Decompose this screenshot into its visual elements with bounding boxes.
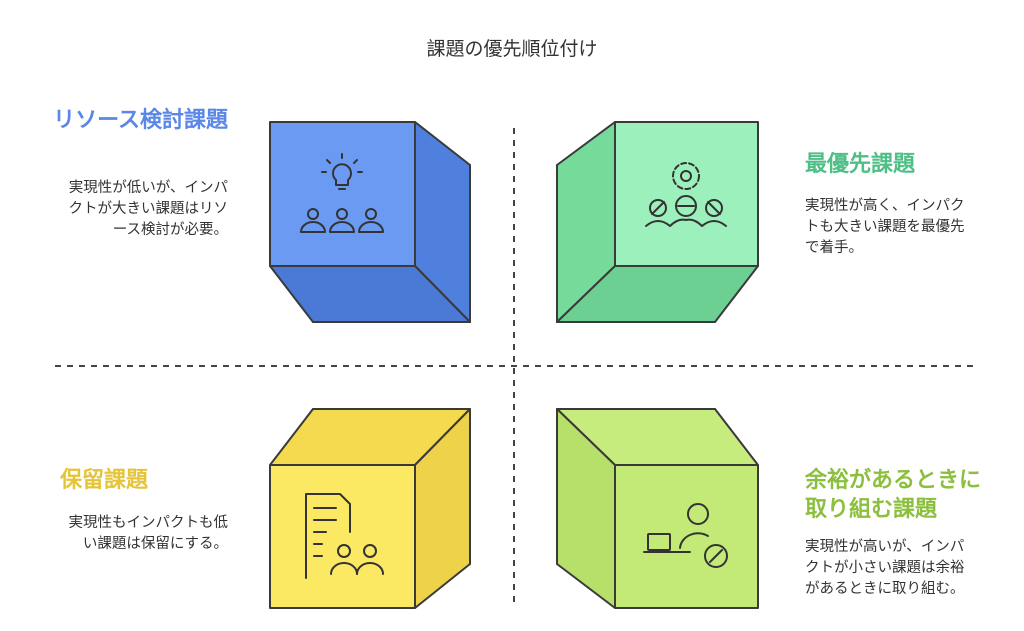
quadrant-title-top-left: リソース検討課題 bbox=[53, 108, 228, 133]
quadrant-title-bottom-left: 保留課題 bbox=[60, 468, 149, 493]
cube-top-left bbox=[269, 121, 471, 323]
gear-team-icon bbox=[645, 162, 727, 227]
document-people-icon bbox=[305, 493, 384, 579]
lightbulb-people-icon bbox=[300, 153, 384, 233]
laptop-person-icon bbox=[643, 503, 728, 568]
cube-top-right bbox=[556, 121, 759, 323]
quadrant-title-bottom-right: 余裕があるときに取り組む課題 bbox=[805, 468, 982, 522]
quadrant-desc-top-right: 実現性が高く、インパクトも大きい課題を最優先で着手。 bbox=[805, 198, 965, 256]
cube-bottom-left bbox=[269, 408, 471, 609]
cube-bottom-right bbox=[556, 408, 759, 609]
diagram-title: 課題の優先順位付け bbox=[426, 38, 598, 60]
quadrant-title-top-right: 最優先課題 bbox=[805, 152, 916, 177]
quadrant-desc-top-left: 実現性が低いが、インパクトが大きい課題はリソース検討が必要。 bbox=[68, 180, 229, 238]
quadrant-desc-bottom-right: 実現性が高いが、インパクトが小さい課題は余裕があるときに取り組む。 bbox=[805, 539, 965, 597]
quadrant-desc-bottom-left: 実現性もインパクトも低い課題は保留にする。 bbox=[68, 515, 229, 552]
